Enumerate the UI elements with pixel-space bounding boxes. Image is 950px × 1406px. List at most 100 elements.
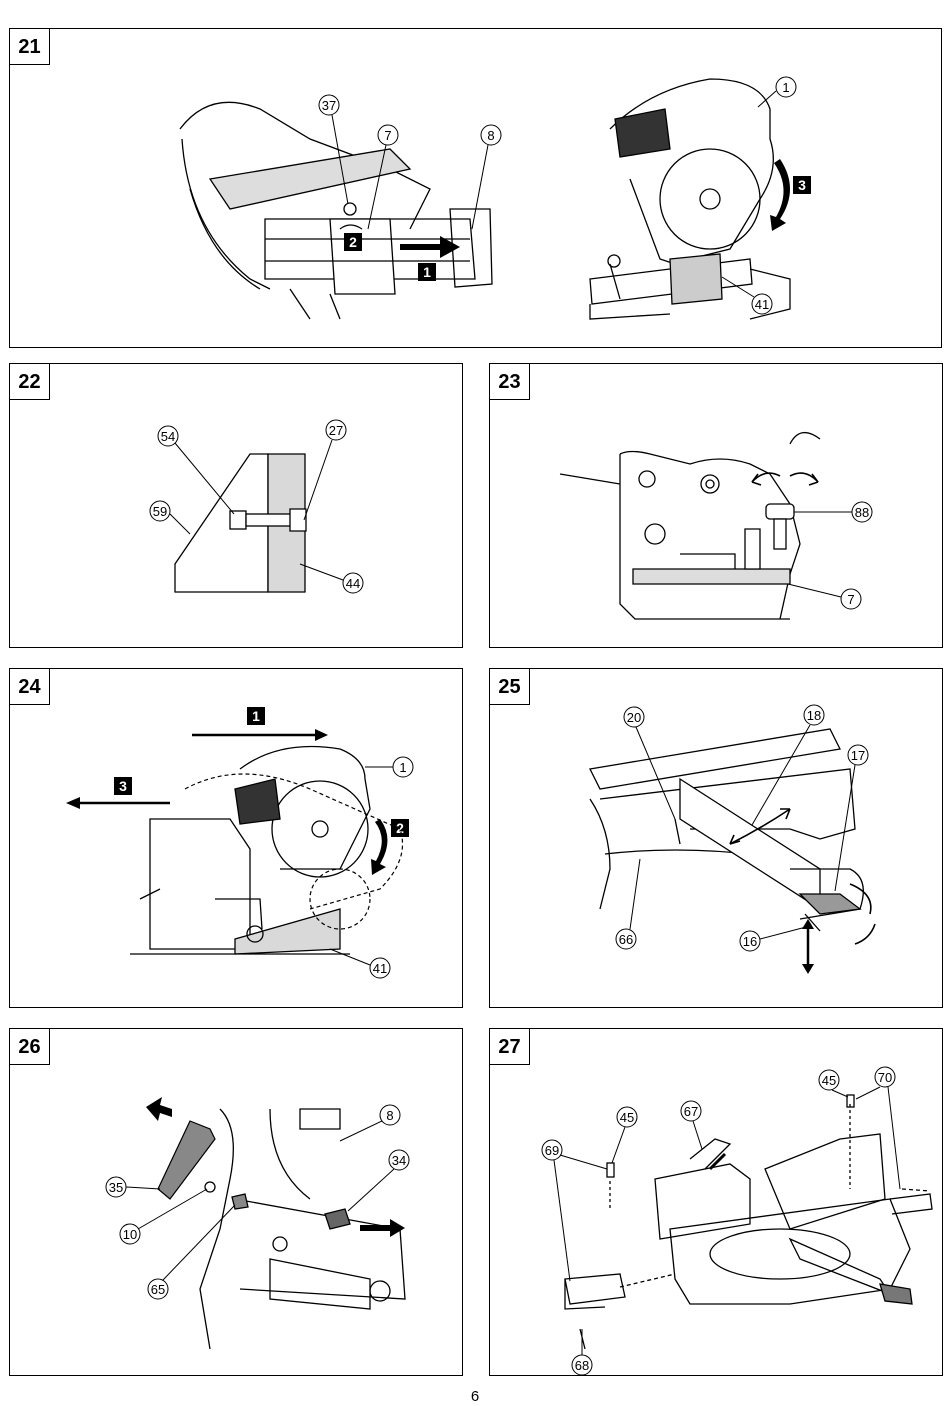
figure-27-illustration: 45 70 67 45 69 68 — [541, 1066, 933, 1375]
saw-body — [149, 818, 251, 950]
lever-16 — [804, 913, 821, 932]
dashed-position — [184, 773, 404, 910]
figure-number: 23 — [490, 364, 530, 400]
turntable-left — [589, 798, 611, 910]
base — [669, 1198, 911, 1305]
callout-34: 34 — [392, 1153, 406, 1168]
step-label-2: 2 — [349, 234, 357, 250]
arrow-step-1 — [400, 236, 460, 258]
step-label-3: 3 — [119, 778, 127, 794]
callout-10: 10 — [123, 1227, 137, 1242]
callout-16: 16 — [743, 934, 757, 949]
callout-8: 8 — [487, 128, 494, 143]
step-box-3 — [793, 176, 811, 194]
page-number: 6 — [470, 1388, 480, 1405]
figure-24-panel: 24 1 3 2 1 — [9, 668, 463, 1008]
callout-1: 1 — [782, 80, 789, 95]
ext-left — [564, 1273, 626, 1305]
figure-26-panel: 26 8 34 35 10 65 — [9, 1028, 463, 1376]
screw-45a — [606, 1162, 615, 1178]
callout-67: 67 — [684, 1104, 698, 1119]
step-label-1: 1 — [252, 708, 260, 724]
figure-27-panel: 27 45 — [489, 1028, 943, 1376]
callout-45: 45 — [620, 1110, 634, 1125]
knob-37 — [343, 202, 357, 216]
figure-21-illustration: 1 2 37 7 8 3 1 — [179, 76, 811, 320]
arrow-step-3 — [66, 797, 80, 809]
figure-23-illustration: 88 7 — [559, 432, 873, 620]
sub-fence — [264, 218, 476, 280]
base-edge — [559, 473, 621, 485]
callout-59: 59 — [153, 504, 167, 519]
figure-number: 24 — [10, 669, 50, 705]
callout-66: 66 — [619, 932, 633, 947]
figure-number: 22 — [10, 364, 50, 400]
callout-27: 27 — [329, 423, 343, 438]
figure-number: 27 — [490, 1029, 530, 1065]
workpiece-41 — [669, 253, 723, 305]
lever-35 — [157, 1120, 216, 1200]
step-label-3: 3 — [798, 177, 806, 193]
figure-26-illustration: 8 34 35 10 65 — [105, 1097, 410, 1350]
figure-21-panel: 21 1 2 37 7 8 — [9, 28, 942, 348]
saw-guard-outline — [179, 101, 431, 230]
knob-34 — [324, 1208, 351, 1230]
callout-20: 20 — [627, 710, 641, 725]
figure-number: 25 — [490, 669, 530, 705]
angle-bracket-59 — [174, 453, 269, 593]
screw-45b — [846, 1094, 855, 1108]
turntable — [709, 1228, 851, 1280]
callout-44: 44 — [346, 576, 360, 591]
callout-70: 70 — [878, 1070, 892, 1085]
figure-number: 21 — [10, 29, 50, 65]
callout-69: 69 — [545, 1143, 559, 1158]
figure-22-illustration: 54 27 59 44 — [149, 419, 364, 594]
callout-41: 41 — [373, 961, 387, 976]
right-fence — [764, 1133, 886, 1230]
workpiece-41 — [234, 908, 341, 955]
motor-housing — [614, 108, 671, 158]
handle-17 — [798, 893, 862, 915]
figure-25-illustration: 20 18 17 66 16 — [589, 704, 876, 974]
step-box-2 — [344, 233, 362, 251]
figure-24-illustration: 1 3 2 1 41 — [66, 707, 414, 979]
arrow-step-1 — [315, 729, 328, 741]
callout-7: 7 — [847, 592, 854, 607]
callout-88: 88 — [855, 505, 869, 520]
figure-23-panel: 23 88 7 — [489, 363, 943, 648]
fence-body — [619, 454, 790, 620]
callout-1: 1 — [399, 760, 406, 775]
knob-88 — [765, 503, 795, 520]
arrow-lever — [146, 1097, 172, 1121]
bolt-head-54 — [229, 510, 247, 530]
figure-number: 26 — [10, 1029, 50, 1065]
callout-17: 17 — [851, 748, 865, 763]
fence-clamp — [329, 218, 396, 295]
arrow-knob — [360, 1219, 405, 1237]
callout-35: 35 — [109, 1180, 123, 1195]
step-box-1 — [418, 263, 436, 281]
figure-22-panel: 22 54 27 59 44 — [9, 363, 463, 648]
callout-54: 54 — [161, 429, 175, 444]
saw-head-outline — [609, 78, 774, 260]
stopper-plate-7 — [632, 568, 791, 585]
clip-65 — [231, 1193, 249, 1210]
callout-18: 18 — [807, 708, 821, 723]
saw-blade — [659, 148, 761, 250]
callout-7: 7 — [384, 128, 391, 143]
saw-arm — [208, 148, 412, 210]
callout-8: 8 — [386, 1108, 393, 1123]
arrow-step-3 — [770, 159, 790, 231]
figure-25-panel: 25 20 18 17 66 — [489, 668, 943, 1008]
callout-37: 37 — [322, 98, 336, 113]
pin-10 — [204, 1181, 216, 1193]
turntable-arm-18 — [679, 777, 821, 911]
callout-68: 68 — [575, 1358, 589, 1373]
fence-curve — [269, 1108, 311, 1200]
fence-top — [589, 728, 841, 790]
blade-arc — [181, 138, 271, 290]
saw-blade — [271, 780, 369, 878]
callout-45: 45 — [822, 1073, 836, 1088]
callout-41: 41 — [755, 297, 769, 312]
step-label-1: 1 — [423, 264, 431, 280]
